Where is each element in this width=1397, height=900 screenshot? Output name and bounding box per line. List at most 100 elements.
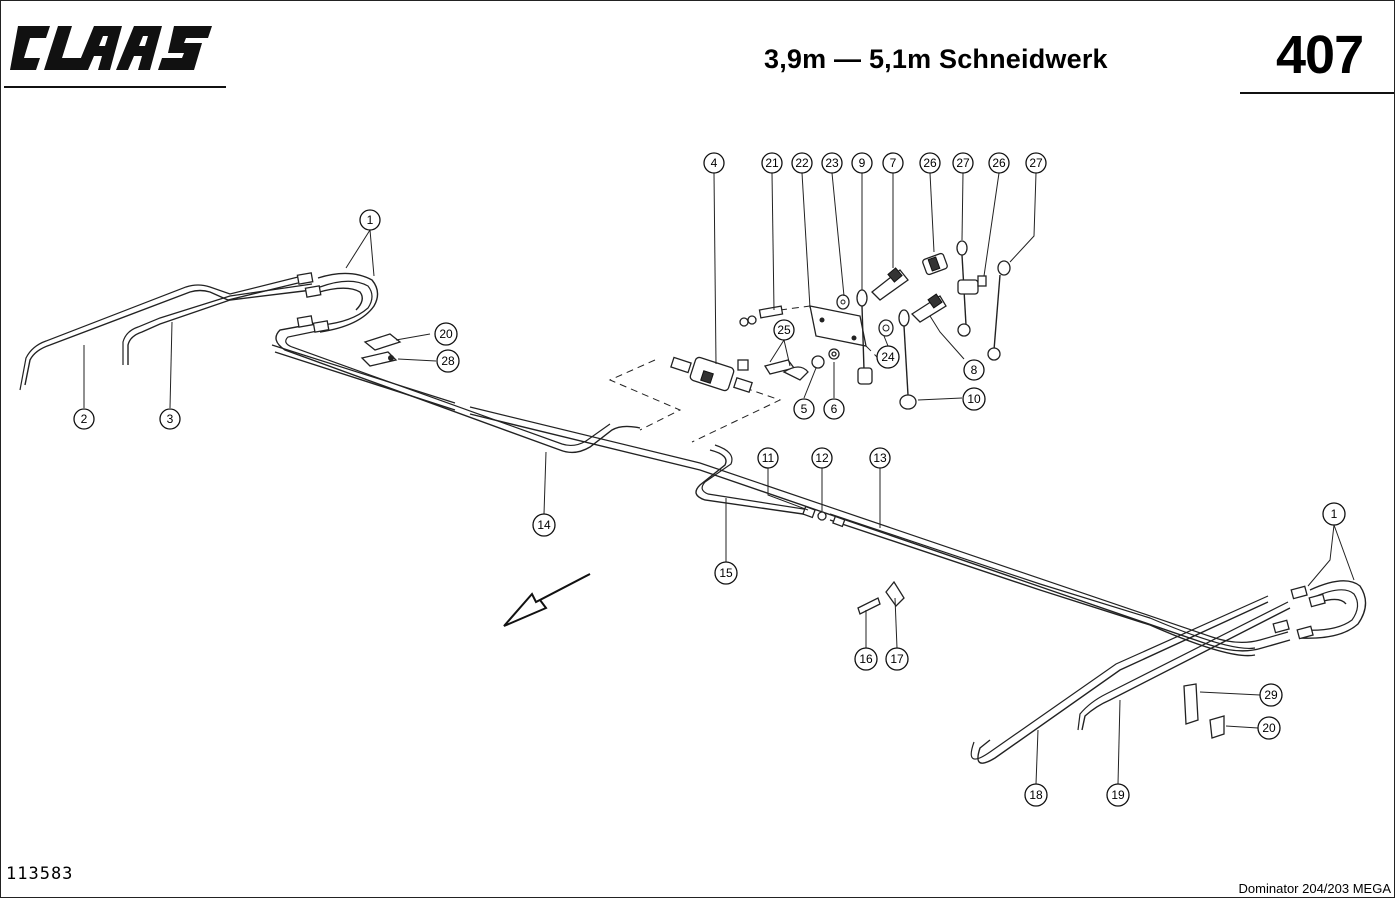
svg-text:22: 22 — [795, 156, 809, 170]
washer-24 — [878, 319, 894, 337]
svg-text:20: 20 — [1262, 721, 1276, 735]
svg-text:19: 19 — [1111, 788, 1125, 802]
callout-15: 15 — [714, 561, 738, 585]
callout-14: 14 — [532, 513, 556, 537]
leader-lines — [83, 172, 1355, 785]
callout-12: 12 — [811, 447, 833, 469]
svg-text:29: 29 — [1264, 688, 1278, 702]
sensor-26-27 — [956, 240, 987, 337]
callout-6: 6 — [823, 398, 845, 420]
fittings-25-5-6 — [763, 348, 840, 381]
svg-text:18: 18 — [1029, 788, 1043, 802]
union-8 — [910, 293, 947, 323]
hose-1-left — [296, 272, 379, 333]
union-7 — [871, 267, 909, 301]
pipe-3 — [122, 283, 313, 365]
callout-26-left: 26 — [919, 152, 941, 174]
pipe-14 — [275, 322, 641, 454]
svg-text:16: 16 — [859, 652, 873, 666]
callout-2: 2 — [73, 408, 95, 430]
svg-text:2: 2 — [81, 412, 88, 426]
callout-13: 13 — [869, 447, 891, 469]
svg-text:25: 25 — [777, 323, 791, 337]
drawing-number: 113583 — [6, 864, 74, 884]
svg-text:24: 24 — [881, 350, 895, 364]
travel-direction-arrow-icon — [503, 573, 591, 627]
callout-9: 9 — [851, 152, 873, 174]
callout-10: 10 — [962, 387, 986, 411]
svg-text:28: 28 — [441, 354, 455, 368]
washer-23 — [836, 294, 850, 310]
page-number: 407 — [1276, 25, 1364, 85]
callout-28: 28 — [436, 349, 460, 373]
svg-text:1: 1 — [367, 213, 374, 227]
svg-text:26: 26 — [992, 156, 1006, 170]
callout-3: 3 — [159, 408, 181, 430]
sensor-27-right — [987, 260, 1011, 361]
valve-block-4 — [608, 356, 782, 443]
svg-text:14: 14 — [537, 518, 551, 532]
svg-text:20: 20 — [439, 327, 453, 341]
svg-text:13: 13 — [873, 451, 887, 465]
page-title: 3,9m — 5,1m Schneidwerk — [764, 44, 1108, 74]
callout-24: 24 — [876, 345, 900, 369]
callout-17: 17 — [885, 647, 909, 671]
callout-22: 22 — [791, 152, 813, 174]
svg-text:26: 26 — [923, 156, 937, 170]
callout-4: 4 — [703, 152, 725, 174]
svg-text:15: 15 — [719, 566, 733, 580]
svg-text:9: 9 — [859, 156, 866, 170]
callout-16: 16 — [854, 647, 878, 671]
svg-text:23: 23 — [825, 156, 839, 170]
svg-text:27: 27 — [1029, 156, 1043, 170]
logo-underline — [4, 86, 226, 88]
callout-5: 5 — [793, 398, 815, 420]
callout-18: 18 — [1024, 783, 1048, 807]
callout-19: 19 — [1106, 783, 1130, 807]
svg-text:8: 8 — [971, 363, 978, 377]
svg-text:5: 5 — [801, 402, 808, 416]
svg-text:11: 11 — [762, 451, 775, 465]
callout-27-right: 27 — [1025, 152, 1047, 174]
callout-8: 8 — [963, 359, 985, 381]
bolt-16-clip-17 — [857, 580, 905, 615]
callout-1-left: 1 — [359, 209, 381, 231]
callout-11: 11 — [757, 447, 779, 469]
hose-1-right — [1272, 580, 1367, 640]
pipe-13 — [271, 344, 1291, 652]
callout-20-right: 20 — [1257, 716, 1281, 740]
machine-model: Dominator 204/203 MEGA — [1238, 881, 1391, 896]
svg-text:12: 12 — [815, 451, 829, 465]
callout-1-right: 1 — [1322, 502, 1346, 526]
callout-25: 25 — [773, 319, 795, 341]
page-number-underline — [1240, 92, 1394, 94]
svg-text:7: 7 — [890, 156, 897, 170]
claas-logo — [10, 26, 212, 70]
sensor-10 — [898, 309, 917, 410]
pipe-18 — [970, 595, 1269, 764]
callout-27-left: 27 — [952, 152, 974, 174]
sensor-9 — [856, 289, 873, 385]
pipe-19 — [1077, 601, 1291, 731]
svg-text:21: 21 — [765, 156, 779, 170]
svg-text:4: 4 — [711, 156, 718, 170]
callout-23: 23 — [821, 152, 843, 174]
clip-20-28-left — [360, 333, 402, 367]
bolts-21 — [739, 305, 784, 327]
svg-text:17: 17 — [890, 652, 904, 666]
svg-text:6: 6 — [831, 402, 838, 416]
callout-29: 29 — [1259, 683, 1283, 707]
svg-text:27: 27 — [956, 156, 970, 170]
cap-26-left — [922, 252, 948, 276]
pipe-2 — [19, 276, 299, 391]
callout-26-right: 26 — [988, 152, 1010, 174]
callout-7: 7 — [882, 152, 904, 174]
clip-29-20-right — [1183, 683, 1225, 739]
callout-20-left: 20 — [434, 322, 458, 346]
svg-text:3: 3 — [167, 412, 174, 426]
svg-text:1: 1 — [1331, 507, 1338, 521]
callout-21: 21 — [761, 152, 783, 174]
fittings-11-12 — [802, 505, 846, 528]
